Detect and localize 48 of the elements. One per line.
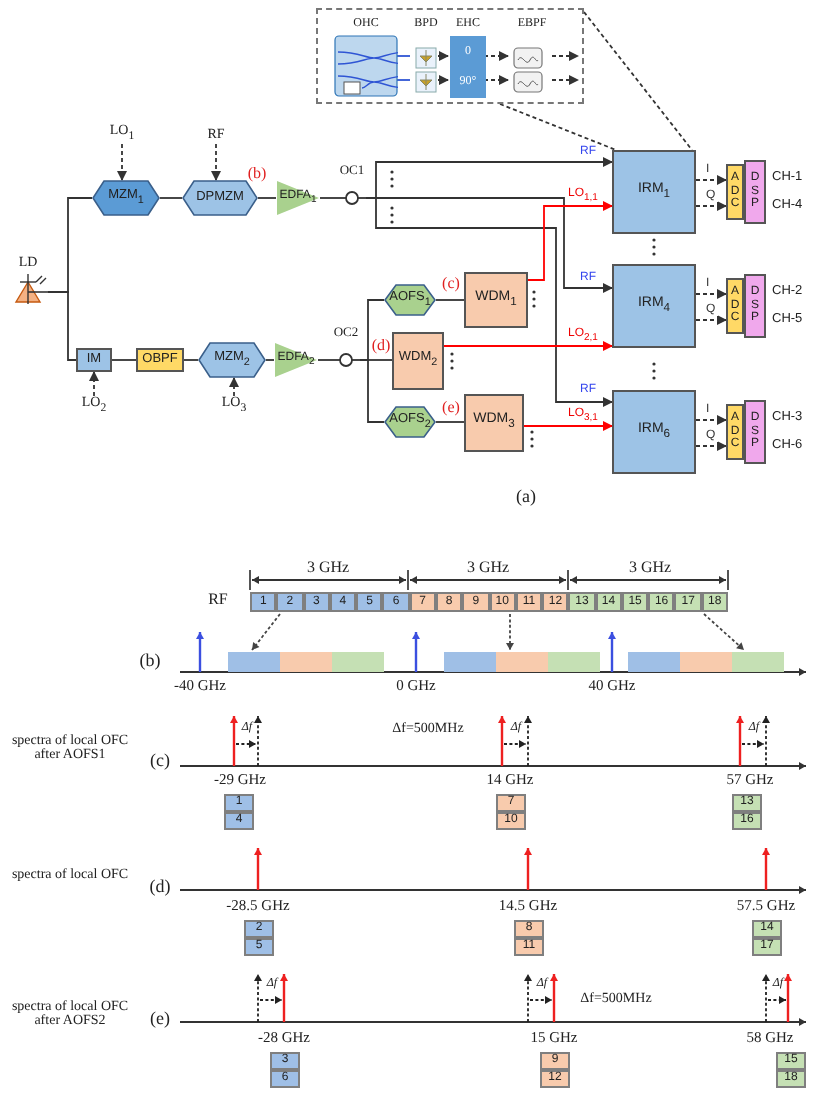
panel-label: (e) [148, 1010, 172, 1032]
arrow [443, 341, 613, 351]
connector-line [395, 55, 411, 57]
arrow [527, 201, 613, 281]
arrow [483, 51, 509, 61]
arrow [695, 415, 727, 425]
arrow [365, 197, 613, 407]
arrow [551, 75, 579, 85]
connector-line [111, 359, 137, 361]
dimension-label: 3 GHz [626, 560, 674, 578]
connector-line [395, 79, 411, 81]
connector-line [317, 359, 333, 361]
arrow [695, 289, 727, 299]
arrow [523, 421, 613, 431]
panel-label: (a) [514, 488, 538, 510]
arrow [229, 377, 239, 397]
connector-line [435, 299, 465, 301]
arrow [551, 51, 579, 61]
dimension-label: 3 GHz [464, 560, 512, 578]
connector-line [183, 359, 199, 361]
arrow [695, 175, 727, 185]
connector-line [159, 197, 183, 199]
arrow [695, 201, 727, 211]
point-label: (b) [245, 166, 269, 184]
arrow [695, 315, 727, 325]
arrow [89, 371, 99, 397]
inset-frame [316, 8, 584, 104]
panel-label: (b) [137, 652, 163, 674]
point-label: (e) [440, 400, 462, 418]
arrow [437, 51, 449, 61]
connector-line [499, 103, 617, 151]
arrow [437, 75, 449, 85]
panel-label: (d) [147, 878, 173, 900]
arrow [695, 441, 727, 451]
point-label: (d) [370, 338, 392, 356]
arrow [117, 143, 127, 181]
connector-line [583, 11, 693, 151]
dimension-label: 3 GHz [304, 560, 352, 578]
point-label: (c) [440, 276, 462, 294]
connector-line [265, 359, 275, 361]
connector-line [319, 197, 339, 199]
arrow [483, 75, 509, 85]
row-label: RF [206, 592, 230, 612]
panel-label: (c) [148, 752, 172, 774]
connector-line [435, 421, 465, 423]
arrow [211, 143, 221, 181]
connector-line [257, 197, 277, 199]
connector-line [47, 291, 77, 361]
